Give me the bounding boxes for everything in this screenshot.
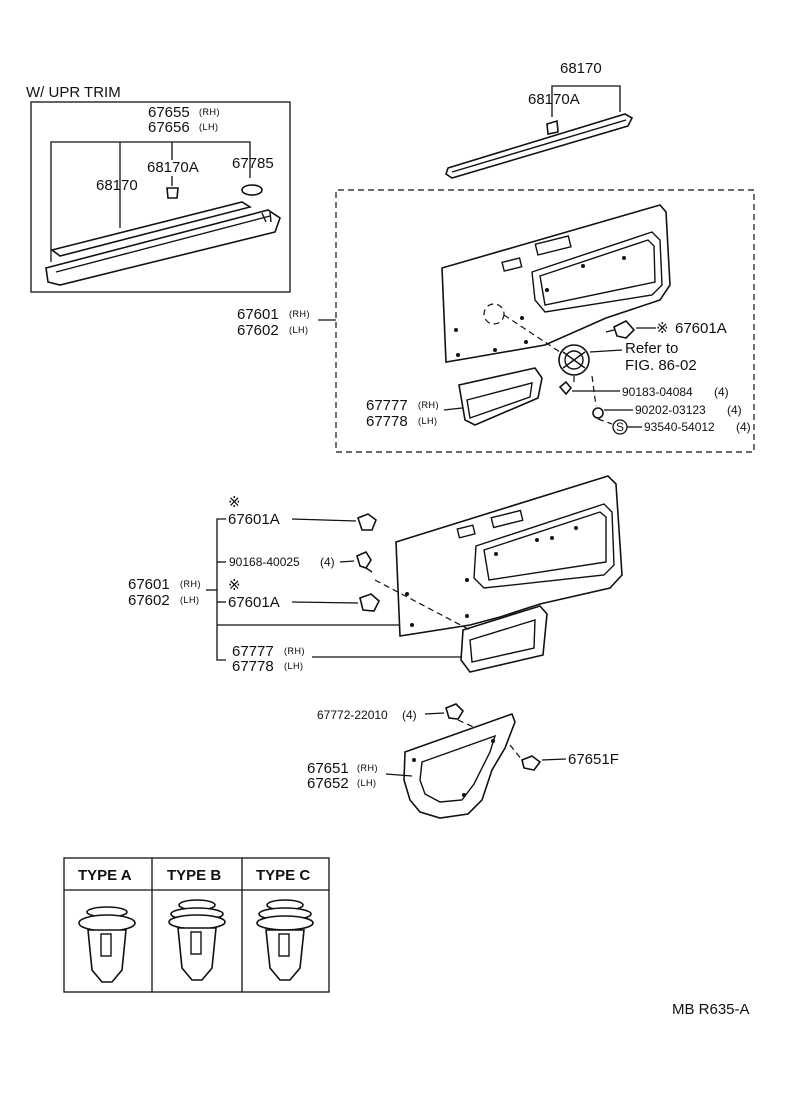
screw-90168 (356, 550, 372, 569)
label-67601-mid-rh: (RH) (180, 579, 201, 589)
label-68170-inset: 68170 (96, 177, 138, 194)
label-90202: 90202-03123 (635, 403, 706, 417)
qty-67772: (4) (402, 708, 417, 722)
armrest-67777 (458, 367, 543, 426)
label-67601A-mid-1: 67601A (228, 511, 280, 528)
upper-right-moulding: 68170 68170A (445, 60, 634, 179)
dashed-frame (335, 189, 755, 453)
clip-67601A-box (613, 320, 636, 339)
clip-67601A-bottom (359, 593, 380, 612)
label-67601A-mid-2: 67601A (228, 594, 280, 611)
middle-bracket (216, 518, 226, 661)
label-67651: 67651 (307, 760, 349, 777)
s-mark: S (616, 420, 624, 434)
type-a-header: TYPE A (78, 867, 132, 884)
label-67602-box: 67602 (237, 322, 279, 339)
type-c-header: TYPE C (256, 867, 310, 884)
clip-67651F (521, 755, 542, 771)
door-trim-box: 67601 (RH) 67602 (LH) ※ 67601A Refer to … (237, 189, 755, 453)
qty-90183: (4) (714, 385, 729, 399)
grommet-67785 (241, 184, 263, 196)
armrest-recess-middle (473, 503, 615, 589)
regulator-hole (483, 303, 505, 325)
label-67778-box: 67778 (366, 413, 408, 430)
label-67602-mid-lh: (LH) (180, 595, 200, 605)
label-68170A-inset: 68170A (147, 159, 199, 176)
label-67777-mid: 67777 (232, 643, 274, 660)
label-67651-rh: (RH) (357, 763, 378, 773)
label-67778-mid-lh: (LH) (284, 661, 304, 671)
label-67656: 67656 (148, 119, 190, 136)
label-67602-box-lh: (LH) (289, 325, 309, 335)
label-67778-mid: 67778 (232, 658, 274, 675)
qty-93540: (4) (736, 420, 751, 434)
label-67601A-box: 67601A (675, 320, 727, 337)
type-b-header: TYPE B (167, 867, 221, 884)
qty-90168: (4) (320, 555, 335, 569)
note-mark-mid-1: ※ (228, 494, 241, 511)
clip-67601A-top (357, 513, 377, 531)
label-67655-rh: (RH) (199, 107, 220, 117)
label-68170A-right: 68170A (528, 91, 580, 108)
label-90183: 90183-04084 (622, 385, 693, 399)
clip-type-a (78, 906, 136, 983)
label-67602-mid: 67602 (128, 592, 170, 609)
type-table-frame (63, 857, 330, 993)
lock-knob-slot (501, 257, 523, 272)
label-67652-lh: (LH) (357, 778, 377, 788)
figure-code: MB R635-A (672, 1001, 750, 1018)
label-67601-box: 67601 (237, 306, 279, 323)
note-mark-box: ※ (656, 320, 669, 337)
pull-handle (534, 235, 572, 256)
label-67601-mid: 67601 (128, 576, 170, 593)
lock-slot-middle (456, 524, 476, 539)
inset-title: W/ UPR TRIM (26, 84, 121, 101)
note-mark-mid-2: ※ (228, 577, 241, 594)
label-67601-box-rh: (RH) (289, 309, 310, 319)
door-panel-middle (395, 475, 623, 637)
label-67785: 67785 (232, 155, 274, 172)
middle-assembly: ※ 67601A 90168-40025 (4) 67601 (RH) 6760… (128, 475, 623, 675)
refer-line-2: FIG. 86-02 (625, 357, 697, 374)
pull-handle-middle (490, 509, 524, 529)
label-67651F: 67651F (568, 751, 619, 768)
quarter-trim-panel (403, 712, 516, 819)
label-67652: 67652 (307, 775, 349, 792)
label-67777-box-rh: (RH) (418, 400, 439, 410)
screw-67772 (445, 703, 465, 720)
qty-90202: (4) (727, 403, 742, 417)
label-67655: 67655 (148, 104, 190, 121)
screw-90183 (558, 380, 573, 396)
inset-moulding-upper (50, 201, 253, 257)
clip-type-table: TYPE A TYPE B TYPE C (63, 857, 330, 993)
refer-line-1: Refer to (625, 340, 678, 357)
right-leader (551, 85, 621, 117)
label-67777-mid-rh: (RH) (284, 646, 305, 656)
lower-assembly: 67772-22010 (4) 67651 (RH) 67652 (LH) 67… (307, 703, 619, 819)
label-67777-box: 67777 (366, 397, 408, 414)
armrest-recess (531, 231, 663, 313)
clip-type-c (256, 899, 314, 981)
washer-90202 (592, 407, 604, 419)
label-67656-lh: (LH) (199, 122, 219, 132)
clip-68170A-right (546, 119, 559, 135)
inset-leader-main (50, 141, 251, 262)
clip-type-b (168, 899, 226, 981)
door-panel-upper (441, 204, 671, 363)
label-90168: 90168-40025 (229, 555, 300, 569)
label-93540: 93540-54012 (644, 420, 715, 434)
label-67778-box-lh: (LH) (418, 416, 438, 426)
label-67772: 67772-22010 (317, 708, 388, 722)
label-68170-right: 68170 (560, 60, 602, 77)
clip-68170A-inset (166, 187, 179, 199)
inset-frame (30, 101, 291, 293)
upper-trim-inset: W/ UPR TRIM 67655 (RH) 67656 (LH) 68170A… (26, 84, 291, 293)
